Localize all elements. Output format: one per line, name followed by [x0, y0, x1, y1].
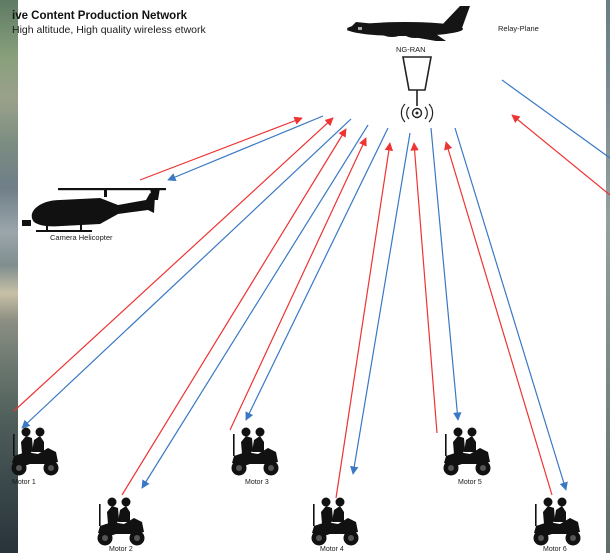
- diagram-title: ive Content Production Network: [12, 10, 188, 22]
- diagram-subtitle: High altitude, High quality wireless etw…: [12, 24, 206, 36]
- motor-label: Motor 3: [245, 479, 269, 486]
- downlink-motor-5: [430, 127, 462, 421]
- motor-label: Motor 2: [109, 546, 133, 553]
- camera-helicopter-icon: [22, 188, 166, 232]
- downlink-motor-4: [350, 132, 411, 475]
- uplink-helicopter: [139, 116, 303, 181]
- motor-label: Motor 5: [458, 479, 482, 486]
- downlink-helicopter: [167, 115, 324, 181]
- uplink-motor-2: [121, 128, 347, 496]
- background-photo-strip-right: [606, 0, 610, 553]
- uplink-motor-5: [410, 142, 438, 434]
- downlink-offscreen-relay: [501, 79, 610, 159]
- uplink-motor-1: [13, 117, 334, 412]
- motor-label: Motor 1: [12, 479, 36, 486]
- uplink-offscreen-relay: [511, 114, 610, 196]
- motorbike-icon: [97, 497, 145, 546]
- motor-label: Motor 4: [320, 546, 344, 553]
- wireless-signal-icon: [400, 103, 434, 123]
- antenna-icon: [402, 56, 432, 119]
- motorbike-icon: [11, 427, 59, 476]
- motor-label: Motor 6: [543, 546, 567, 553]
- relay-plane-label: Relay-Plane: [498, 24, 539, 33]
- downlink-motor-2: [141, 124, 369, 489]
- motorbike-icon: [443, 427, 491, 476]
- uplink-motor-6: [444, 141, 553, 496]
- downlink-motor-3: [245, 127, 389, 421]
- relay-plane-icon: [347, 6, 470, 41]
- uplink-motor-3: [229, 137, 367, 431]
- motorbike-icon: [533, 497, 581, 546]
- motorbike-icon: [311, 497, 359, 546]
- motorbike-icon: [231, 427, 279, 476]
- links: [13, 79, 610, 499]
- camera-helicopter-label: Camera Helicopter: [50, 233, 113, 242]
- downlink-motor-6: [454, 127, 568, 491]
- background-photo-strip: [0, 0, 18, 553]
- uplink-motor-4: [335, 142, 394, 499]
- downlink-motor-1: [21, 118, 352, 429]
- ng-ran-label: NG-RAN: [396, 45, 426, 54]
